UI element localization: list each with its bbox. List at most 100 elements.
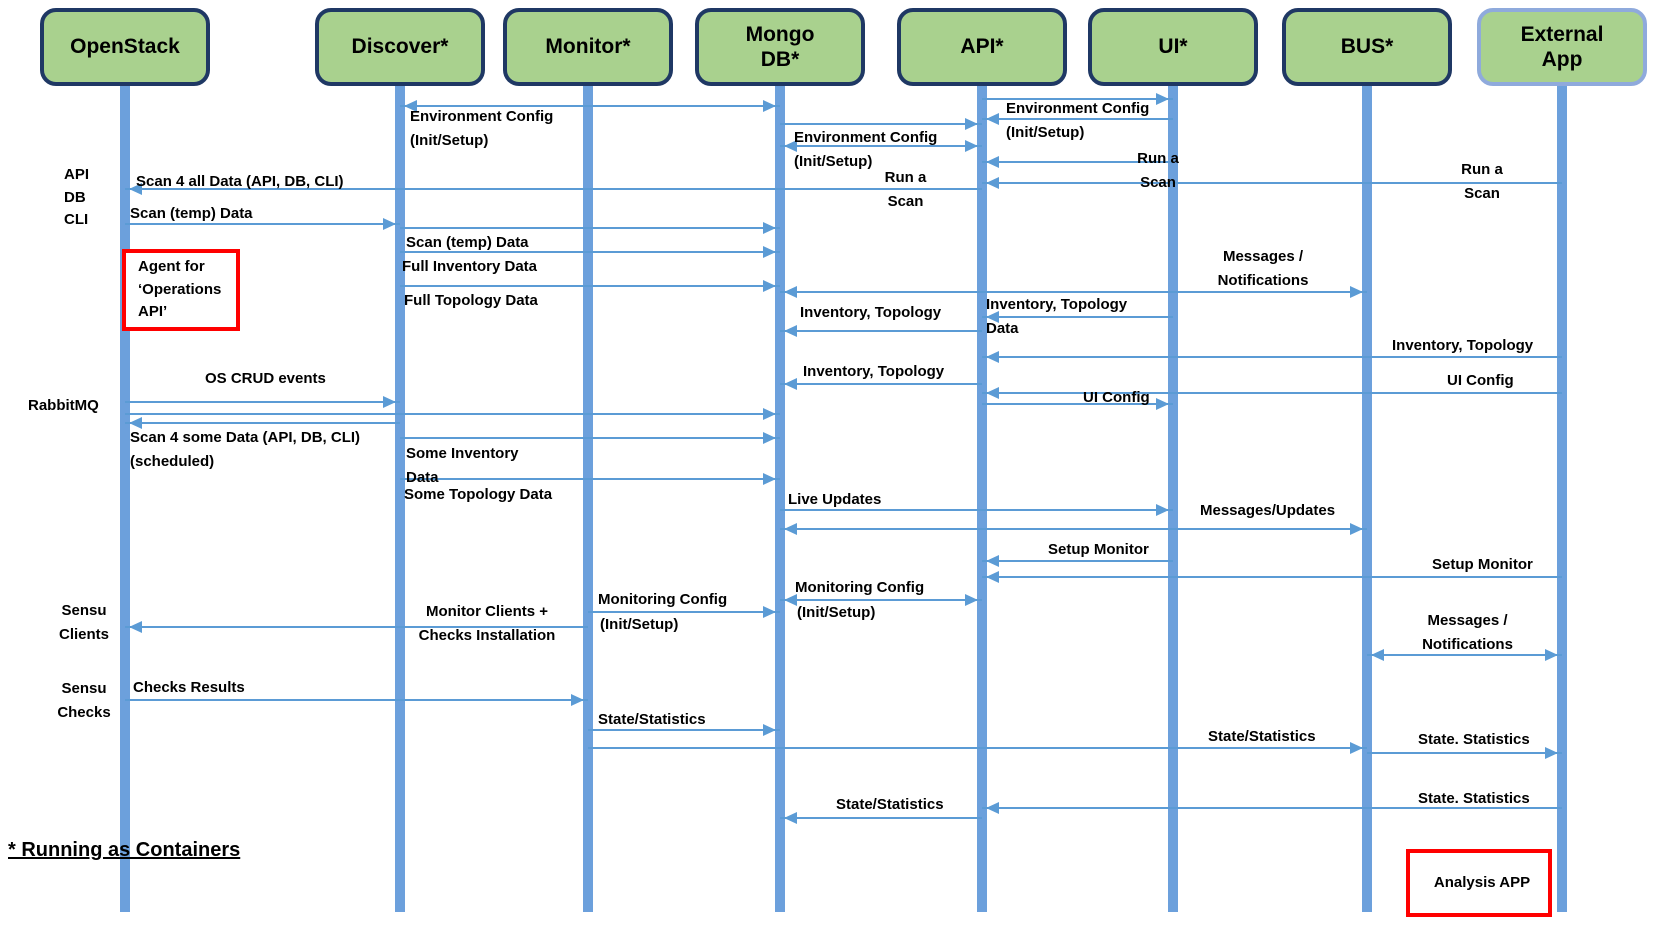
message-label: Monitoring Config [795, 579, 925, 596]
arrowhead-31 [1545, 649, 1558, 661]
arrowhead-35 [1545, 747, 1558, 759]
message-arrow-api-to-mongodb [780, 330, 982, 332]
message-label: Scan 4 all Data (API, DB, CLI) [136, 173, 344, 190]
message-arrow-mongodb-to-ui [780, 509, 1173, 511]
arrowhead-28 [784, 594, 797, 606]
message-arrow-external-app-to-api [982, 182, 1562, 184]
arrowhead-24 [1156, 504, 1169, 516]
arrowhead-5 [986, 156, 999, 168]
message-arrow-discover-to-openstack [125, 422, 400, 424]
arrowhead-7 [129, 183, 142, 195]
message-label: Sensu Clients [58, 602, 109, 643]
arrowhead-8 [383, 218, 396, 230]
arrowhead-9 [763, 222, 776, 234]
message-label: Inventory, Topology [800, 304, 942, 321]
lifeline-openstack [120, 86, 130, 912]
arrowhead-15 [986, 351, 999, 363]
message-label: State. Statistics [1418, 731, 1530, 748]
message-arrow-external-app-to-api [982, 392, 1562, 394]
message-arrow-api-to-ui [982, 403, 1173, 405]
message-label: Scan 4 some Data (API, DB, CLI) (schedul… [130, 429, 361, 470]
message-label: API DB CLI [64, 166, 90, 228]
arrowhead-25 [1350, 523, 1363, 535]
arrowhead-25 [784, 523, 797, 535]
message-label: Full Topology Data [404, 292, 538, 309]
message-label: Environment Config (Init/Setup) [794, 129, 938, 170]
message-arrow-api-to-ui [982, 98, 1173, 100]
arrowhead-1 [1156, 93, 1169, 105]
message-arrow-bus-to-external-app [1367, 654, 1562, 656]
actor-box-discover: Discover* [315, 8, 485, 86]
message-label: State/Statistics [1208, 728, 1316, 745]
message-label: Environment Config (Init/Setup) [1006, 100, 1150, 141]
arrowhead-18 [383, 396, 396, 408]
actor-box-ui: UI* [1088, 8, 1258, 86]
annotation-box: Agent for ‘Operations API’ [122, 249, 240, 331]
message-label: Inventory, Topology [1392, 337, 1534, 354]
arrowhead-27 [986, 571, 999, 583]
arrowhead-12 [1350, 286, 1363, 298]
message-arrow-ui-to-api [982, 560, 1173, 562]
arrowhead-4 [965, 140, 978, 152]
message-arrow-ui-to-api [982, 316, 1173, 318]
lifeline-monitor [583, 86, 593, 912]
message-arrow-discover-to-mongodb [400, 285, 780, 287]
message-label: Live Updates [788, 491, 882, 508]
arrowhead-3 [965, 118, 978, 130]
message-arrow-mongodb-to-bus [780, 528, 1367, 530]
arrowhead-17 [986, 387, 999, 399]
message-label: Some Inventory Data [406, 445, 519, 486]
arrowhead-14 [784, 325, 797, 337]
message-arrow-bus-to-external-app [1367, 752, 1562, 754]
message-label: Monitor Clients + Checks Installation [418, 603, 556, 644]
actor-box-openstack: OpenStack [40, 8, 210, 86]
arrowhead-10 [763, 246, 776, 258]
actor-box-external-app: External App [1477, 8, 1647, 86]
message-arrow-monitor-to-mongodb [588, 611, 780, 613]
message-label: Checks Results [133, 679, 245, 696]
arrowhead-32 [571, 694, 584, 706]
arrowhead-16 [784, 378, 797, 390]
footnote: * Running as Containers [8, 839, 241, 861]
message-label: Setup Monitor [1048, 541, 1149, 558]
message-label: Messages / Notifications [1217, 248, 1309, 289]
message-label: Scan (temp) Data [406, 234, 529, 251]
message-arrow-api-to-openstack [125, 188, 982, 190]
message-label: RabbitMQ [28, 397, 99, 414]
arrowhead-0 [763, 100, 776, 112]
message-label: Run a Scan [1137, 150, 1179, 191]
annotation-text: Agent for ‘Operations API’ [138, 258, 222, 321]
message-label: State/Statistics [836, 796, 944, 813]
annotation-box: Analysis APP [1406, 849, 1552, 917]
message-label: Messages/Updates [1200, 502, 1336, 519]
message-label: Scan (temp) Data [130, 205, 253, 222]
arrowhead-34 [1350, 742, 1363, 754]
message-label: UI Config [1447, 372, 1514, 389]
lifeline-mongodb [775, 86, 785, 912]
arrowhead-28 [965, 594, 978, 606]
lifeline-ui [1168, 86, 1178, 912]
message-arrow-discover-to-mongodb [400, 251, 780, 253]
message-arrow-discover-to-mongodb [400, 437, 780, 439]
actor-box-mongodb: Mongo DB* [695, 8, 865, 86]
message-label: Environment Config (Init/Setup) [410, 108, 554, 149]
message-arrow-mongodb-to-bus [780, 291, 1367, 293]
message-label: Sensu Checks [57, 680, 111, 721]
message-label: OS CRUD events [205, 370, 326, 387]
message-arrow-ui-to-api [982, 118, 1173, 120]
message-arrow-mongodb-to-api [780, 599, 982, 601]
arrowhead-26 [986, 555, 999, 567]
arrowhead-12 [784, 286, 797, 298]
message-label: Setup Monitor [1432, 556, 1533, 573]
message-arrow-discover-to-mongodb [400, 227, 780, 229]
arrowhead-37 [784, 812, 797, 824]
arrowhead-21 [129, 417, 142, 429]
message-arrow-api-to-mongodb [780, 817, 982, 819]
arrowhead-11 [763, 280, 776, 292]
message-label: UI Config [1083, 389, 1150, 406]
arrowhead-22 [763, 432, 776, 444]
actor-box-monitor: Monitor* [503, 8, 673, 86]
arrowhead-36 [986, 802, 999, 814]
message-arrow-mongodb-to-api [780, 123, 982, 125]
